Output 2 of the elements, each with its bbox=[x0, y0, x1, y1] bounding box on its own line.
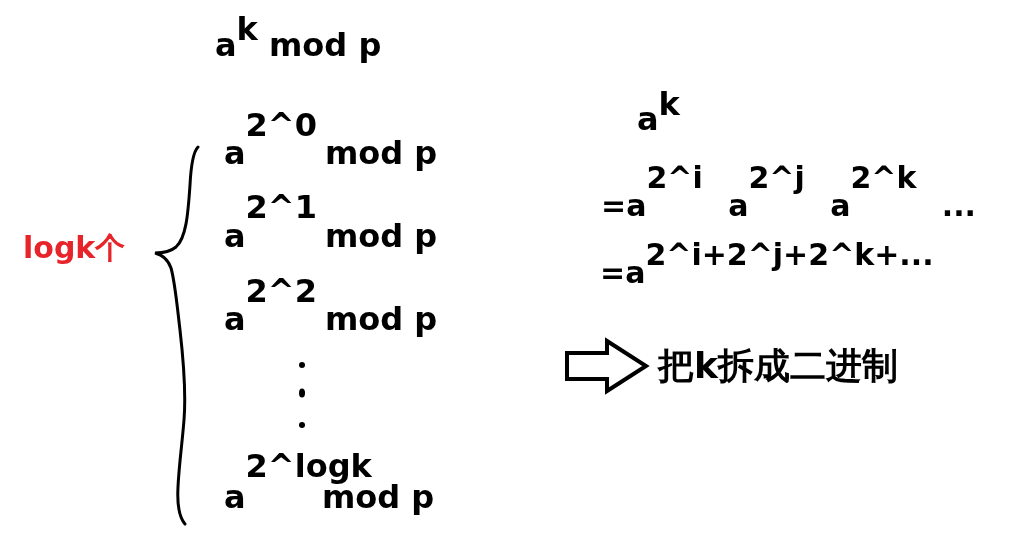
note-text: 把k拆成二进制 bbox=[658, 348, 898, 384]
brace-label: logk个 bbox=[23, 233, 126, 263]
